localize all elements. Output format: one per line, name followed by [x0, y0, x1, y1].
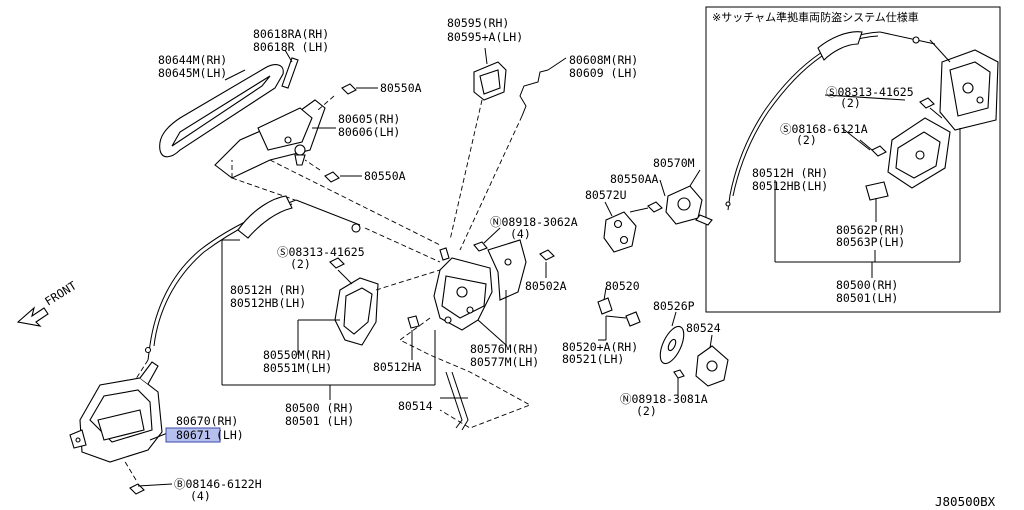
label-80521: 80521(LH): [562, 352, 624, 366]
label-80645M: 80645M(LH): [158, 66, 227, 80]
label-80671[interactable]: 80671: [176, 428, 211, 442]
rod-80608M: [519, 69, 549, 117]
label-08313-41625: Ⓢ08313-41625: [277, 245, 365, 259]
label-08146-6122H: Ⓑ08146-6122H: [174, 477, 262, 491]
label-80520A: 80520+A(RH): [562, 340, 638, 354]
inset-label-80500: 80500(RH): [836, 278, 898, 292]
highlight-80671[interactable]: [165, 427, 221, 443]
label-08918-3081A: Ⓝ08918-3081A: [620, 392, 708, 406]
svg-text:(4): (4): [190, 489, 211, 503]
label-80502A: 80502A: [525, 279, 567, 293]
label-80526P: 80526P: [653, 299, 695, 313]
inset-label-08168: Ⓢ08168-6121A: [780, 122, 868, 136]
inset-label-80563P: 80563P(LH): [836, 235, 905, 249]
nut-08918-3062A: [473, 241, 488, 252]
front-label: FRONT: [42, 278, 79, 308]
label-80618RA: 80618RA(RH): [253, 27, 329, 41]
nut-08918-3081A: [673, 369, 685, 379]
label-80572U: 80572U: [585, 188, 627, 202]
inset-label-80562P: 80562P(RH): [836, 223, 905, 237]
inset-clip: [865, 181, 889, 201]
svg-text:(4): (4): [510, 227, 531, 241]
label-80520: 80520: [605, 279, 640, 293]
label-80570M: 80570M: [653, 156, 695, 170]
inset-title: ※サッチャム準拠車両防盗システム仕様車: [712, 10, 919, 24]
label-08918-3062A: Ⓝ08918-3062A: [490, 215, 578, 229]
label-80605: 80605(RH): [338, 112, 400, 126]
label-80512H: 80512H (RH): [230, 283, 306, 297]
bolt-08146-6122H: [129, 483, 145, 495]
label-80595A: 80595+A(LH): [447, 30, 523, 44]
label-80550M: 80550M(RH): [263, 348, 332, 362]
rod-80514: [445, 371, 463, 429]
label-80644M: 80644M(RH): [158, 53, 227, 67]
label-80670: 80670(RH): [176, 414, 238, 428]
shim-80572U: [603, 211, 637, 253]
inset-cable-sleeve: [817, 31, 863, 61]
label-80524: 80524: [686, 321, 721, 335]
screw-80550A-1: [341, 83, 357, 95]
inset-screw-1: [919, 97, 935, 109]
label-80512HB: 80512HB(LH): [230, 296, 306, 310]
label-80595: 80595(RH): [447, 16, 509, 30]
cylinder-80520A: [625, 311, 641, 327]
label-80550AA: 80550AA: [610, 172, 659, 186]
svg-text:(2): (2): [840, 96, 861, 110]
label-80550A-2: 80550A: [364, 169, 406, 183]
label-80608M: 80608M(RH): [569, 53, 638, 67]
inset-label-80512HB: 80512HB(LH): [752, 179, 828, 193]
handle-pad: [281, 57, 299, 89]
rod-bracket-80576M: [487, 239, 527, 301]
front-arrow-icon: [16, 306, 49, 327]
label-80576M: 80576M(RH): [470, 342, 539, 356]
screw-80550AA: [647, 201, 663, 213]
label-80577M: 80577M(LH): [470, 355, 539, 369]
screw-08313-41625: [329, 257, 345, 269]
svg-text:(2): (2): [636, 404, 657, 418]
svg-text:(2): (2): [796, 133, 817, 147]
inset-label-80512H: 80512H (RH): [752, 166, 828, 180]
cable-80512H: [149, 199, 297, 346]
inset-frame: [705, 6, 1001, 313]
clip-80512HA: [407, 315, 420, 329]
label-80500: 80500 (RH): [285, 401, 354, 415]
screw-80550A-2: [324, 171, 340, 183]
cable-sleeve: [237, 195, 293, 239]
label-80550A-1: 80550A: [380, 81, 422, 95]
label-80514: 80514: [398, 399, 433, 413]
label-80606: 80606(LH): [338, 125, 400, 139]
label-80512HA: 80512HA: [373, 360, 422, 374]
label-80501: 80501 (LH): [285, 414, 354, 428]
label-80618R: 80618R (LH): [253, 40, 329, 54]
inset-label-80501: 80501(LH): [836, 291, 898, 305]
diagram-code: J80500BX: [935, 494, 996, 509]
inset-screw-2: [871, 145, 887, 157]
label-80609: 80609 (LH): [569, 66, 638, 80]
bolt-80502A: [539, 249, 555, 261]
inset-label-08313: Ⓢ08313-41625: [826, 85, 914, 99]
clip-80520: [597, 297, 613, 315]
label-80671-lh: (LH): [216, 428, 244, 442]
svg-text:(2): (2): [290, 257, 311, 271]
label-80551M: 80551M(LH): [263, 361, 332, 375]
